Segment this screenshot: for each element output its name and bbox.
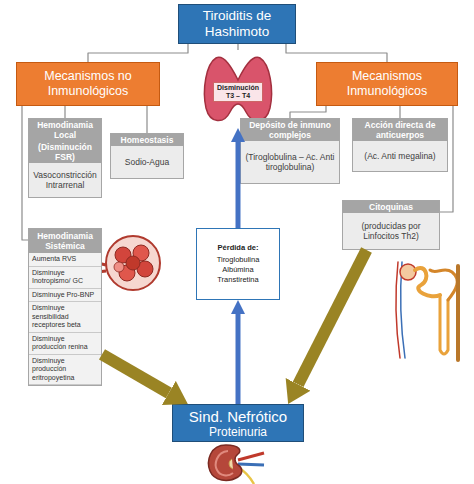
node-heading: Hemodinamia Sistémica	[29, 229, 101, 253]
connector-arrow	[298, 250, 366, 384]
connector-line	[290, 106, 326, 118]
connector-line	[440, 106, 453, 212]
list-item: Disminuye producción renina	[29, 333, 101, 355]
node-heading: Mecanismos Inmunológicos	[321, 69, 453, 99]
node-heading: Mecanismos no Inmunológicos	[21, 69, 155, 99]
connector-line	[146, 106, 147, 133]
renal-pelvis	[229, 459, 233, 469]
renal-artery	[238, 453, 264, 460]
collecting-duct	[456, 266, 460, 360]
node-heading: Pérdida de:	[199, 243, 277, 253]
node-text: Proteinuria	[175, 425, 301, 439]
node-text: Transtiretina	[199, 275, 277, 285]
list-item: Aumenta RVS	[29, 253, 101, 267]
loss-box: Pérdida de: TiroglobulinaAlbúminaTranstir…	[196, 228, 280, 300]
node-heading: Sind. Nefrótico	[175, 408, 301, 425]
syndrome-box: Sind. NefróticoProteinuria	[172, 404, 304, 442]
thyroid-gland	[204, 57, 271, 120]
connector-line	[88, 44, 188, 62]
node-text: (Ac. Anti megalina)	[353, 141, 447, 171]
node-heading: Acción directa de anticuerpos	[353, 119, 447, 141]
node-text: (producidas por Linfocitos Th2)	[343, 213, 439, 249]
list-item: Disminuye producción eritropoyetina	[29, 355, 101, 386]
node-text: Vasoconstricción Intrarrenal	[29, 163, 101, 197]
distal-tubule	[430, 270, 457, 300]
node-text: Albúmina	[199, 265, 277, 275]
mechanism-box: Mecanismos Inmunológicos	[316, 62, 458, 106]
connector-arrow	[236, 314, 241, 404]
mechanism-card: Hemodinamia Local(Disminución FSR)Vasoco…	[28, 118, 102, 198]
artery	[396, 262, 400, 358]
mechanism-card: Citoquinas(producidas por Linfocitos Th2…	[342, 200, 440, 250]
node-text: Tiroglobulina	[199, 255, 277, 265]
node-text: Sodio-Agua	[111, 146, 183, 178]
node-heading: Citoquinas	[343, 201, 439, 213]
connector-line	[22, 106, 28, 240]
node-heading: Tiroiditis de Hashimoto	[183, 8, 291, 40]
kidney-shape	[209, 445, 242, 480]
nephron-illustration	[396, 262, 458, 360]
list-item: Disminuye Pro-BNP	[29, 289, 101, 303]
connector-arrow	[236, 142, 241, 228]
glomerulus	[400, 264, 416, 280]
node-heading: Hemodinamia Local	[29, 119, 101, 141]
connector-line	[399, 106, 400, 118]
effects-list-box: Hemodinamia SistémicaAumenta RVSDisminuy…	[28, 228, 102, 386]
thyroid-shape: Disminución T3 – T4	[198, 50, 278, 128]
mechanism-box: Mecanismos no Inmunológicos	[16, 62, 160, 106]
connector-line	[237, 44, 238, 50]
capillary-loop	[114, 262, 124, 272]
mechanism-card: Depósito de inmuno complejos(Tiroglobuli…	[240, 118, 340, 184]
node-text: (Tiroglobulina – Ac. Anti tiroglobulina)	[241, 141, 339, 183]
node-heading: (Disminución FSR)	[29, 141, 101, 163]
loop-of-henle	[440, 295, 448, 354]
node-heading: Disminución T3 – T4	[213, 82, 263, 102]
connectors	[22, 44, 453, 404]
connector-line	[64, 106, 65, 118]
capillary-loop	[126, 256, 140, 270]
connector-arrow	[102, 354, 169, 393]
node-heading: Homeostasis	[111, 134, 183, 146]
kidney-illustration	[209, 445, 264, 484]
title-box: Tiroiditis de Hashimoto	[178, 4, 296, 44]
node-heading: Depósito de inmuno complejos	[241, 119, 339, 141]
mechanism-card: HomeostasisSodio-Agua	[110, 133, 184, 179]
renal-vein	[238, 464, 264, 465]
list-item: Disminuye Inotropismo/ GC	[29, 267, 101, 289]
kidney-cortex	[216, 451, 233, 475]
list-item: Disminuye sensibilidad receptores beta	[29, 302, 101, 333]
connector-line	[286, 44, 387, 62]
bowman-capsule	[106, 236, 160, 290]
mechanism-card: Acción directa de anticuerpos(Ac. Anti m…	[352, 118, 448, 172]
